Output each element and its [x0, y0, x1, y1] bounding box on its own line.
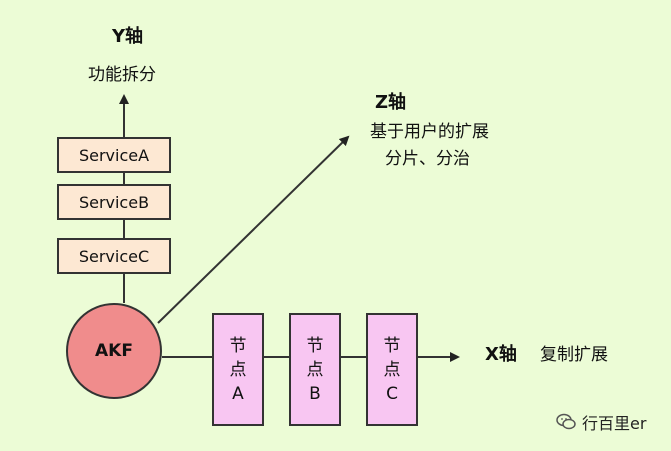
node-b-box: 节 点 B	[289, 313, 341, 426]
node-c-line1: 节	[383, 335, 401, 356]
wechat-icon	[556, 413, 576, 430]
service-b-box: ServiceB	[57, 184, 171, 220]
y-axis-description: 功能拆分	[88, 65, 156, 85]
x-axis-description: 复制扩展	[540, 345, 608, 365]
node-a-line1: 节	[229, 335, 247, 356]
akf-label: AKF	[95, 341, 133, 361]
watermark-text: 行百里er	[582, 414, 647, 433]
node-b-line2: 点	[306, 359, 324, 380]
service-c-box: ServiceC	[57, 238, 171, 274]
node-a-line3: A	[232, 383, 244, 404]
node-b-line3: B	[309, 383, 321, 404]
node-c-line3: C	[386, 383, 398, 404]
akf-circle: AKF	[66, 303, 162, 399]
node-c-line2: 点	[383, 359, 401, 380]
node-a-box: 节 点 A	[212, 313, 264, 426]
z-axis-description-line1: 基于用户的扩展	[370, 122, 489, 142]
z-axis-arrow	[157, 135, 350, 324]
z-axis-title: Z轴	[375, 92, 407, 113]
service-a-box: ServiceA	[57, 137, 171, 173]
x-axis-title: X轴	[485, 344, 517, 365]
node-b-line1: 节	[306, 335, 324, 356]
node-c-box: 节 点 C	[366, 313, 418, 426]
y-axis-title: Y轴	[112, 26, 144, 47]
z-axis-description-line2: 分片、分治	[385, 149, 470, 169]
node-a-line2: 点	[229, 359, 247, 380]
watermark: 行百里er	[556, 410, 646, 434]
